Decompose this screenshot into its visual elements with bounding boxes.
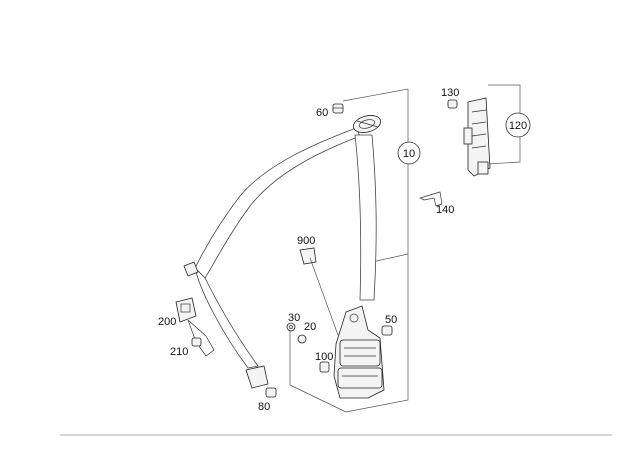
callout-140: 140 [436,204,454,216]
belt-clip-upper [183,261,199,277]
belt-retractor [333,305,385,399]
callout-30: 30 [288,312,300,324]
height-adjuster-rail-120 [463,97,491,177]
seat-belt-webbing [194,127,377,369]
belt-end-fitting [245,365,277,398]
bolt-130-icon [447,99,458,109]
clip-140-icon [419,191,443,207]
callout-200: 200 [158,316,176,328]
callout-80: 80 [258,401,270,413]
belt-guide-loop [352,115,382,133]
callout-210: 210 [170,346,188,358]
svg-text:120: 120 [509,120,527,132]
callout-60: 60 [316,107,328,119]
callout-50: 50 [385,314,397,326]
callout-130: 130 [441,87,459,99]
bolt-100-icon [319,361,330,373]
callout-120: 120 [505,112,531,138]
svg-text:10: 10 [403,148,415,160]
bolt-50-icon [381,325,393,336]
callout-100: 100 [315,351,333,363]
buckle-200-icon [175,297,215,357]
washer-20-icon [297,334,307,344]
bolt-60-icon [332,103,344,114]
label-900-icon [299,247,339,336]
callout-10: 10 [397,141,421,165]
washer-30-icon [286,322,296,332]
bolt-210-icon [191,337,202,347]
callout-20: 20 [304,321,316,333]
bolt-80-icon [265,387,277,398]
callout-900: 900 [297,235,315,247]
